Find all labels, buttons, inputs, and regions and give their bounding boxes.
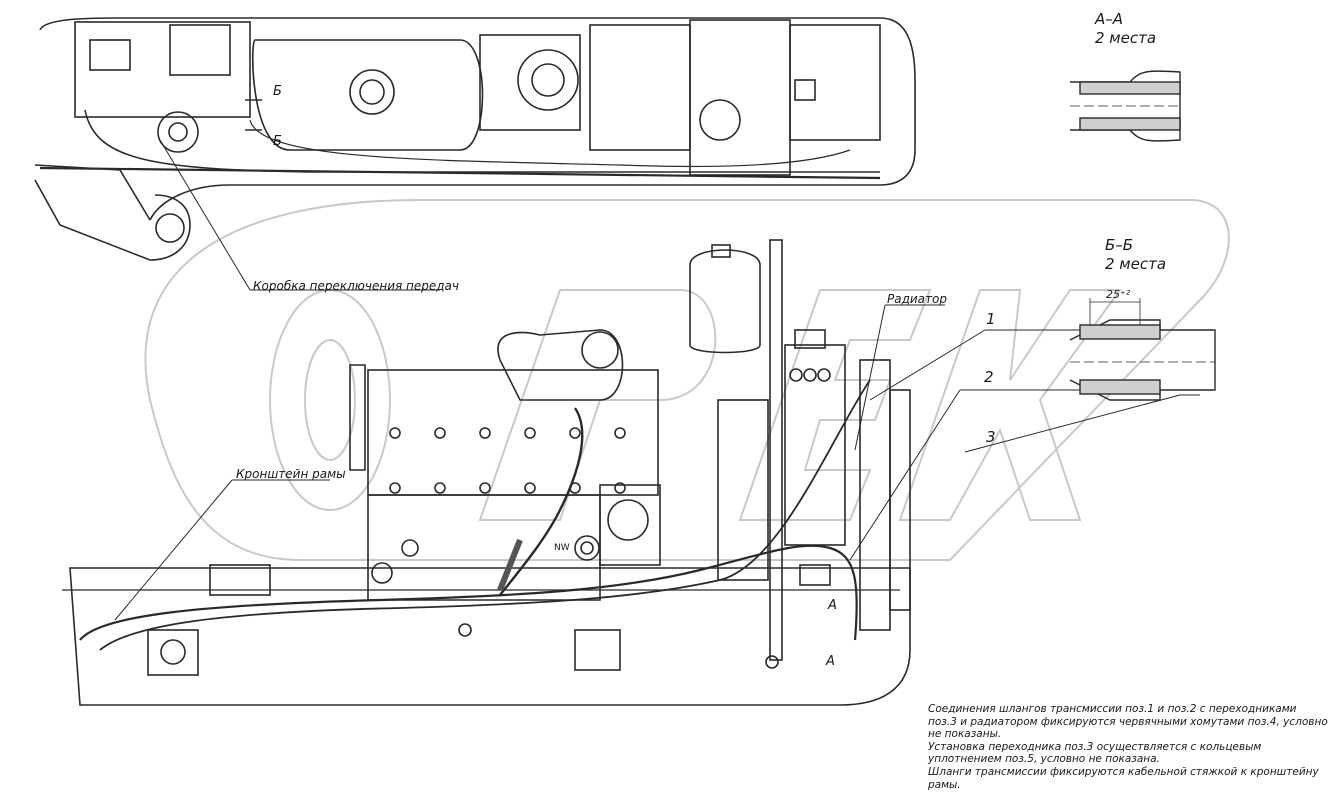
position-2: 2 — [984, 368, 994, 386]
watermark — [144, 199, 1230, 561]
gearbox-label: Коробка переключения передач — [253, 279, 460, 293]
section-bb-title: Б–Б — [1105, 236, 1134, 254]
section-bb-detail — [1069, 298, 1216, 401]
radiator-label: Радиатор — [887, 292, 947, 306]
section-aa-detail — [1070, 70, 1181, 142]
note-3: Шланги трансмиссии фиксируются кабельной… — [928, 765, 1319, 791]
section-a-marker-bottom: А — [826, 654, 835, 669]
frame-bracket-label: Кронштейн рамы — [236, 467, 346, 481]
section-aa-count: 2 места — [1095, 29, 1157, 47]
section-b-marker-top: Б — [273, 84, 282, 99]
side-view — [62, 239, 911, 706]
top-view — [34, 17, 916, 261]
technical-notes: Соединения шлангов трансмиссии поз.1 и п… — [928, 703, 1328, 791]
section-b-marker-bottom: Б — [273, 134, 282, 149]
leader-lines — [114, 139, 1200, 621]
section-bb-count: 2 места — [1105, 255, 1167, 273]
section-bb-dimension: 25⁺² — [1106, 288, 1131, 301]
note-1: Соединения шлангов трансмиссии поз.1 и п… — [928, 703, 1328, 741]
transmission-hoses — [79, 379, 871, 651]
section-aa-label: А–А 2 места — [1095, 10, 1156, 48]
position-1: 1 — [986, 310, 996, 328]
section-bb-label: Б–Б 2 места — [1105, 236, 1166, 274]
note-2: Установка переходника поз.3 осуществляет… — [928, 740, 1262, 766]
position-3: 3 — [986, 428, 996, 446]
nw-marking: NW — [554, 543, 570, 553]
section-a-marker-top: А — [828, 598, 837, 613]
section-aa-title: А–А — [1095, 10, 1124, 28]
